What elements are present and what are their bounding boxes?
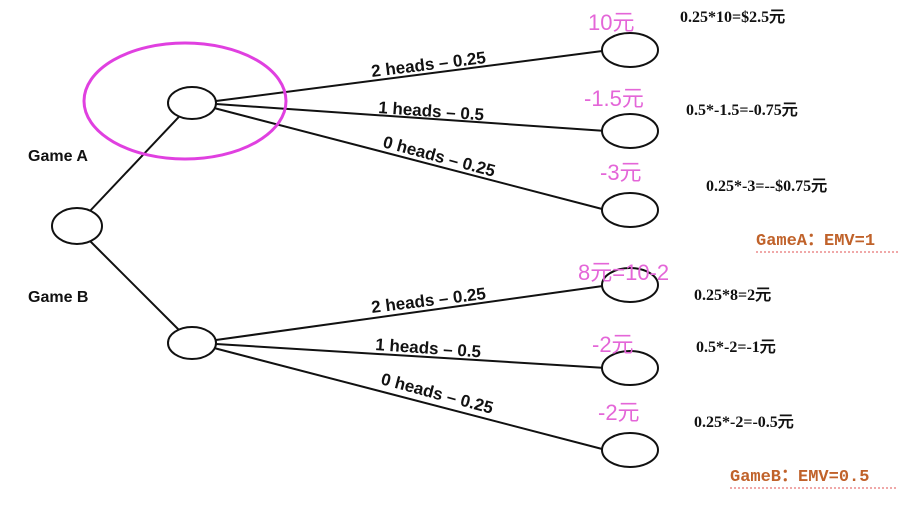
outcome-node xyxy=(601,350,659,386)
outcome-node xyxy=(601,267,659,303)
game-b-node xyxy=(167,326,217,360)
edge-b-0heads xyxy=(213,347,607,451)
calc-b-1: 0.25*8=2元 xyxy=(694,287,771,304)
payoff-a-3: -3元 xyxy=(600,160,642,185)
emv-game-b: GameB：EMV=0.5 xyxy=(730,468,869,487)
payoff-a-1: 10元 xyxy=(588,10,634,35)
edge-b-2heads xyxy=(215,284,611,341)
outcome-node xyxy=(601,432,659,468)
branch-label-b-1heads: 1 heads – 0.5 xyxy=(375,335,482,361)
game-b-label: Game B xyxy=(28,289,88,306)
calc-a-3: 0.25*-3=--$0.75元 xyxy=(706,178,827,195)
edge-root-game-b xyxy=(88,239,193,344)
emv-game-a: GameA：EMV=1 xyxy=(756,232,875,251)
outcome-node xyxy=(601,113,659,149)
root-node xyxy=(51,207,103,245)
game-a-node xyxy=(167,86,217,120)
branch-label-b-2heads: 2 heads – 0.25 xyxy=(370,284,487,317)
calc-a-2: 0.5*-1.5=-0.75元 xyxy=(686,102,798,119)
payoff-b-2: -2元 xyxy=(592,332,634,357)
calc-b-2: 0.5*-2=-1元 xyxy=(696,339,776,356)
edge-a-1heads xyxy=(215,103,607,132)
edge-a-0heads xyxy=(213,107,607,211)
branch-label-b-0heads: 0 heads – 0.25 xyxy=(379,370,495,418)
outcome-node xyxy=(601,192,659,228)
payoff-a-2: -1.5元 xyxy=(584,86,644,111)
branch-label-a-1heads: 1 heads – 0.5 xyxy=(378,98,485,124)
edge-a-2heads xyxy=(215,49,611,102)
calc-b-3: 0.25*-2=-0.5元 xyxy=(694,414,794,431)
edge-root-game-a xyxy=(88,102,193,213)
game-a-label: Game A xyxy=(28,148,88,165)
outcome-node xyxy=(601,32,659,68)
calc-a-1: 0.25*10=$2.5元 xyxy=(680,9,785,26)
edge-b-1heads xyxy=(215,343,607,369)
branch-label-a-2heads: 2 heads – 0.25 xyxy=(370,48,487,81)
payoff-b-3: -2元 xyxy=(598,400,640,425)
payoff-b-1: 8元=10-2 xyxy=(578,260,669,285)
highlight-circle xyxy=(82,41,288,161)
